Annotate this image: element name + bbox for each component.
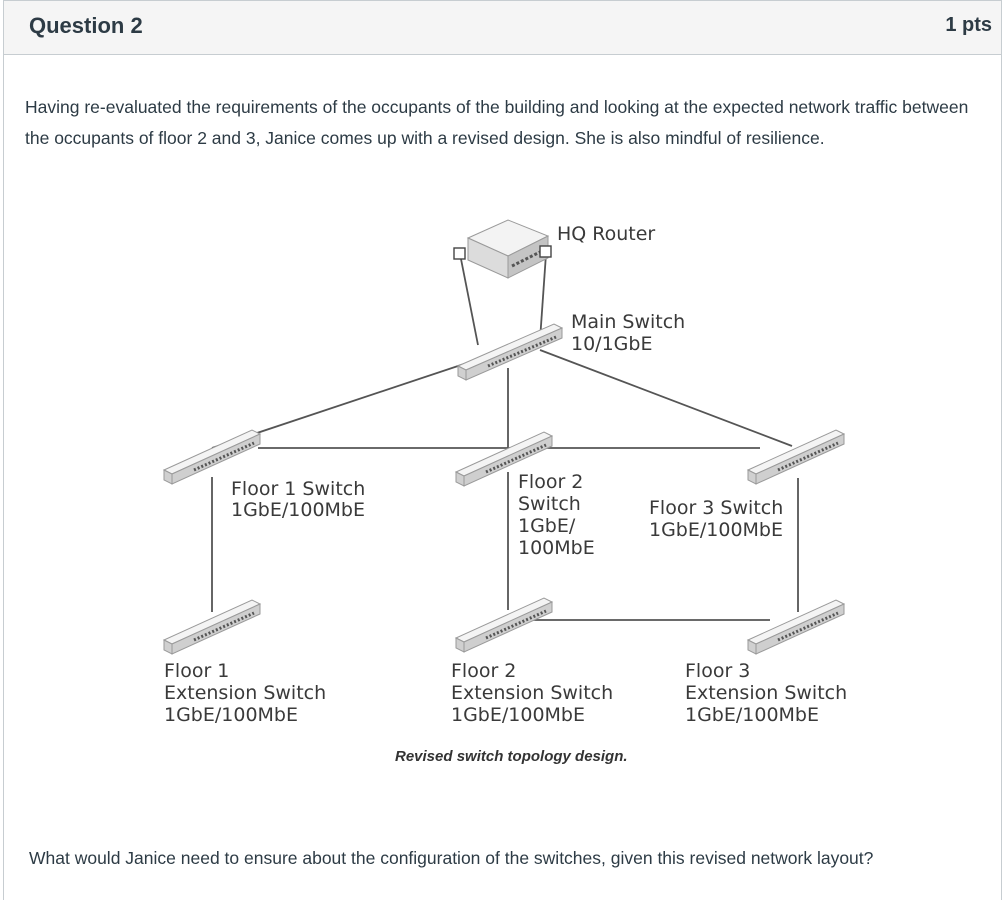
- question-intro-text: Having re-evaluated the requirements of …: [25, 97, 969, 148]
- hq-router-label: HQ Router: [557, 223, 655, 245]
- floor1-extension-switch-icon: [162, 599, 262, 655]
- link-router-main-right: [539, 253, 547, 341]
- floor3-switch-label: Floor 3 Switch 1GbE/100MbE: [649, 497, 789, 541]
- floor1-switch-label: Floor 1 Switch 1GbE/100MbE: [231, 478, 371, 521]
- link-main-floor3: [539, 349, 793, 447]
- hq-router-icon: [453, 219, 552, 279]
- floor2-extension-switch-label: Floor 2 Extension Switch 1GbE/100MbE: [451, 660, 619, 726]
- floor1-extension-switch-label: Floor 1 Extension Switch 1GbE/100MbE: [164, 660, 332, 726]
- diagram-caption: Revised switch topology design.: [395, 748, 628, 765]
- floor3-switch-icon: [746, 429, 846, 485]
- floor2-extension-switch-icon: [454, 597, 554, 653]
- floor3-extension-switch-icon: [746, 599, 846, 655]
- link-router-main-left: [459, 253, 479, 346]
- question-prompt: What would Janice need to ensure about t…: [29, 848, 874, 868]
- main-switch-label: Main Switch 10/1GbE: [571, 311, 691, 355]
- floor1-switch-icon: [162, 429, 262, 485]
- main-switch-icon: [456, 323, 564, 381]
- diagram-links: [211, 253, 799, 621]
- floor3-extension-switch-label: Floor 3 Extension Switch 1GbE/100MbE: [685, 660, 853, 726]
- question-card: Question 2 1 pts: [3, 0, 1002, 900]
- floor2-switch-label: Floor 2 Switch 1GbE/ 100MbE: [518, 471, 595, 559]
- router-port-left-icon: [453, 247, 466, 260]
- question-points: 1 pts: [945, 14, 992, 36]
- question-header: Question 2 1 pts: [4, 1, 1001, 55]
- router-port-right-icon: [539, 245, 552, 258]
- question-title: Question 2: [29, 13, 143, 38]
- floor2-switch-icon: [454, 431, 554, 487]
